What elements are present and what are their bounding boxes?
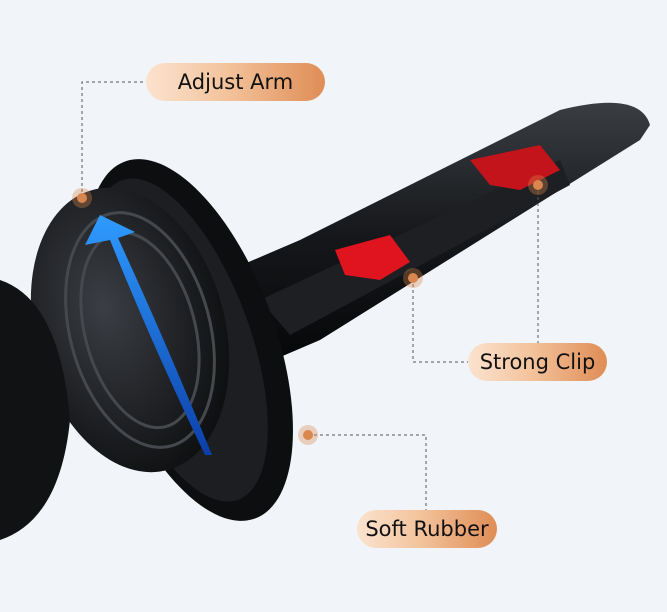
mount-base — [0, 280, 70, 540]
label-adjust-arm: Adjust Arm — [146, 63, 325, 101]
rotate-arrow-icon — [85, 215, 212, 455]
clip-arm — [230, 102, 650, 371]
front-clip-tab — [335, 235, 410, 280]
rear-clip-tab — [470, 145, 560, 190]
label-soft-rubber: Soft Rubber — [357, 510, 497, 548]
callout-markers — [72, 175, 548, 445]
label-strong-clip: Strong Clip — [468, 343, 607, 381]
adjust-knob — [30, 187, 230, 473]
